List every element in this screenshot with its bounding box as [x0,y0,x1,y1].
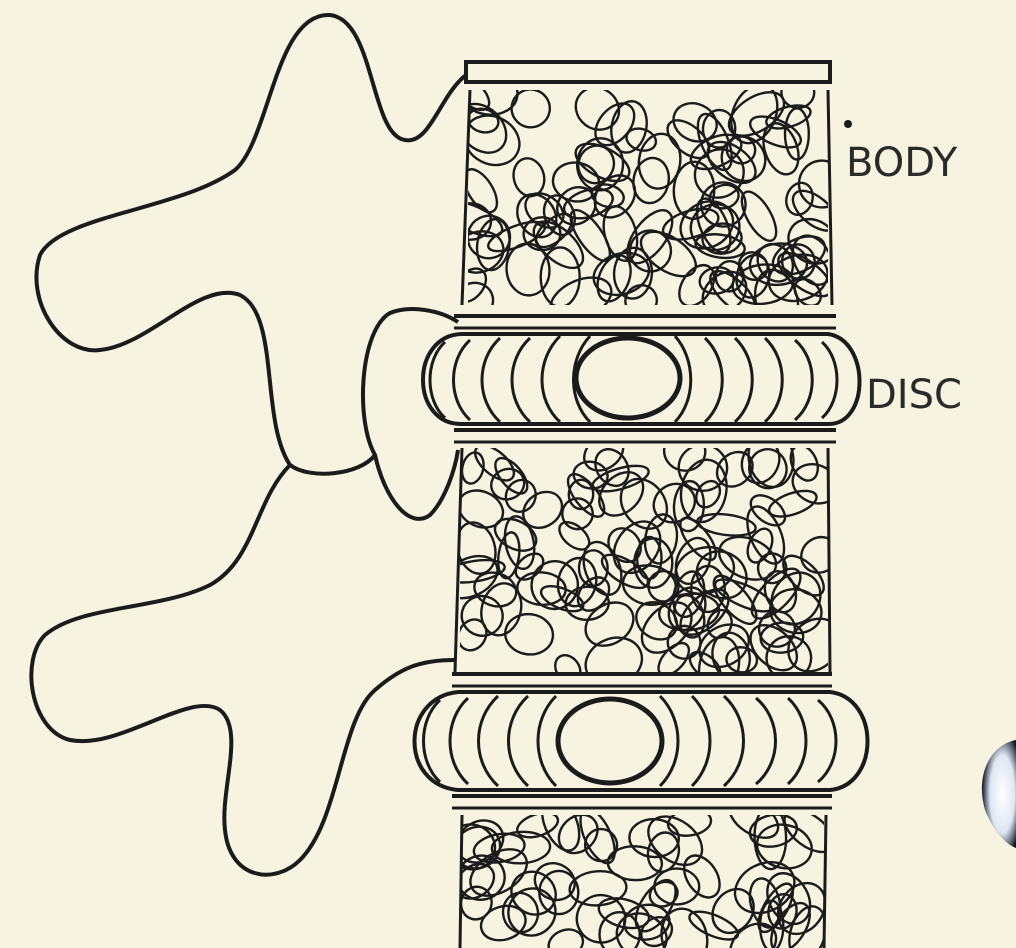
body-label: BODY [846,140,958,186]
vertebral-body-bottom [442,790,841,948]
intervertebral-disc-bottom [415,674,868,808]
vertebral-body-middle [437,426,851,699]
posterior-processes-outline [31,15,466,875]
label-dot [844,120,852,128]
disc-label: DISC [866,372,962,418]
intervertebral-disc-top [423,316,860,442]
vertebral-body-top [440,62,846,336]
paper-edge-shadow [982,740,1016,848]
